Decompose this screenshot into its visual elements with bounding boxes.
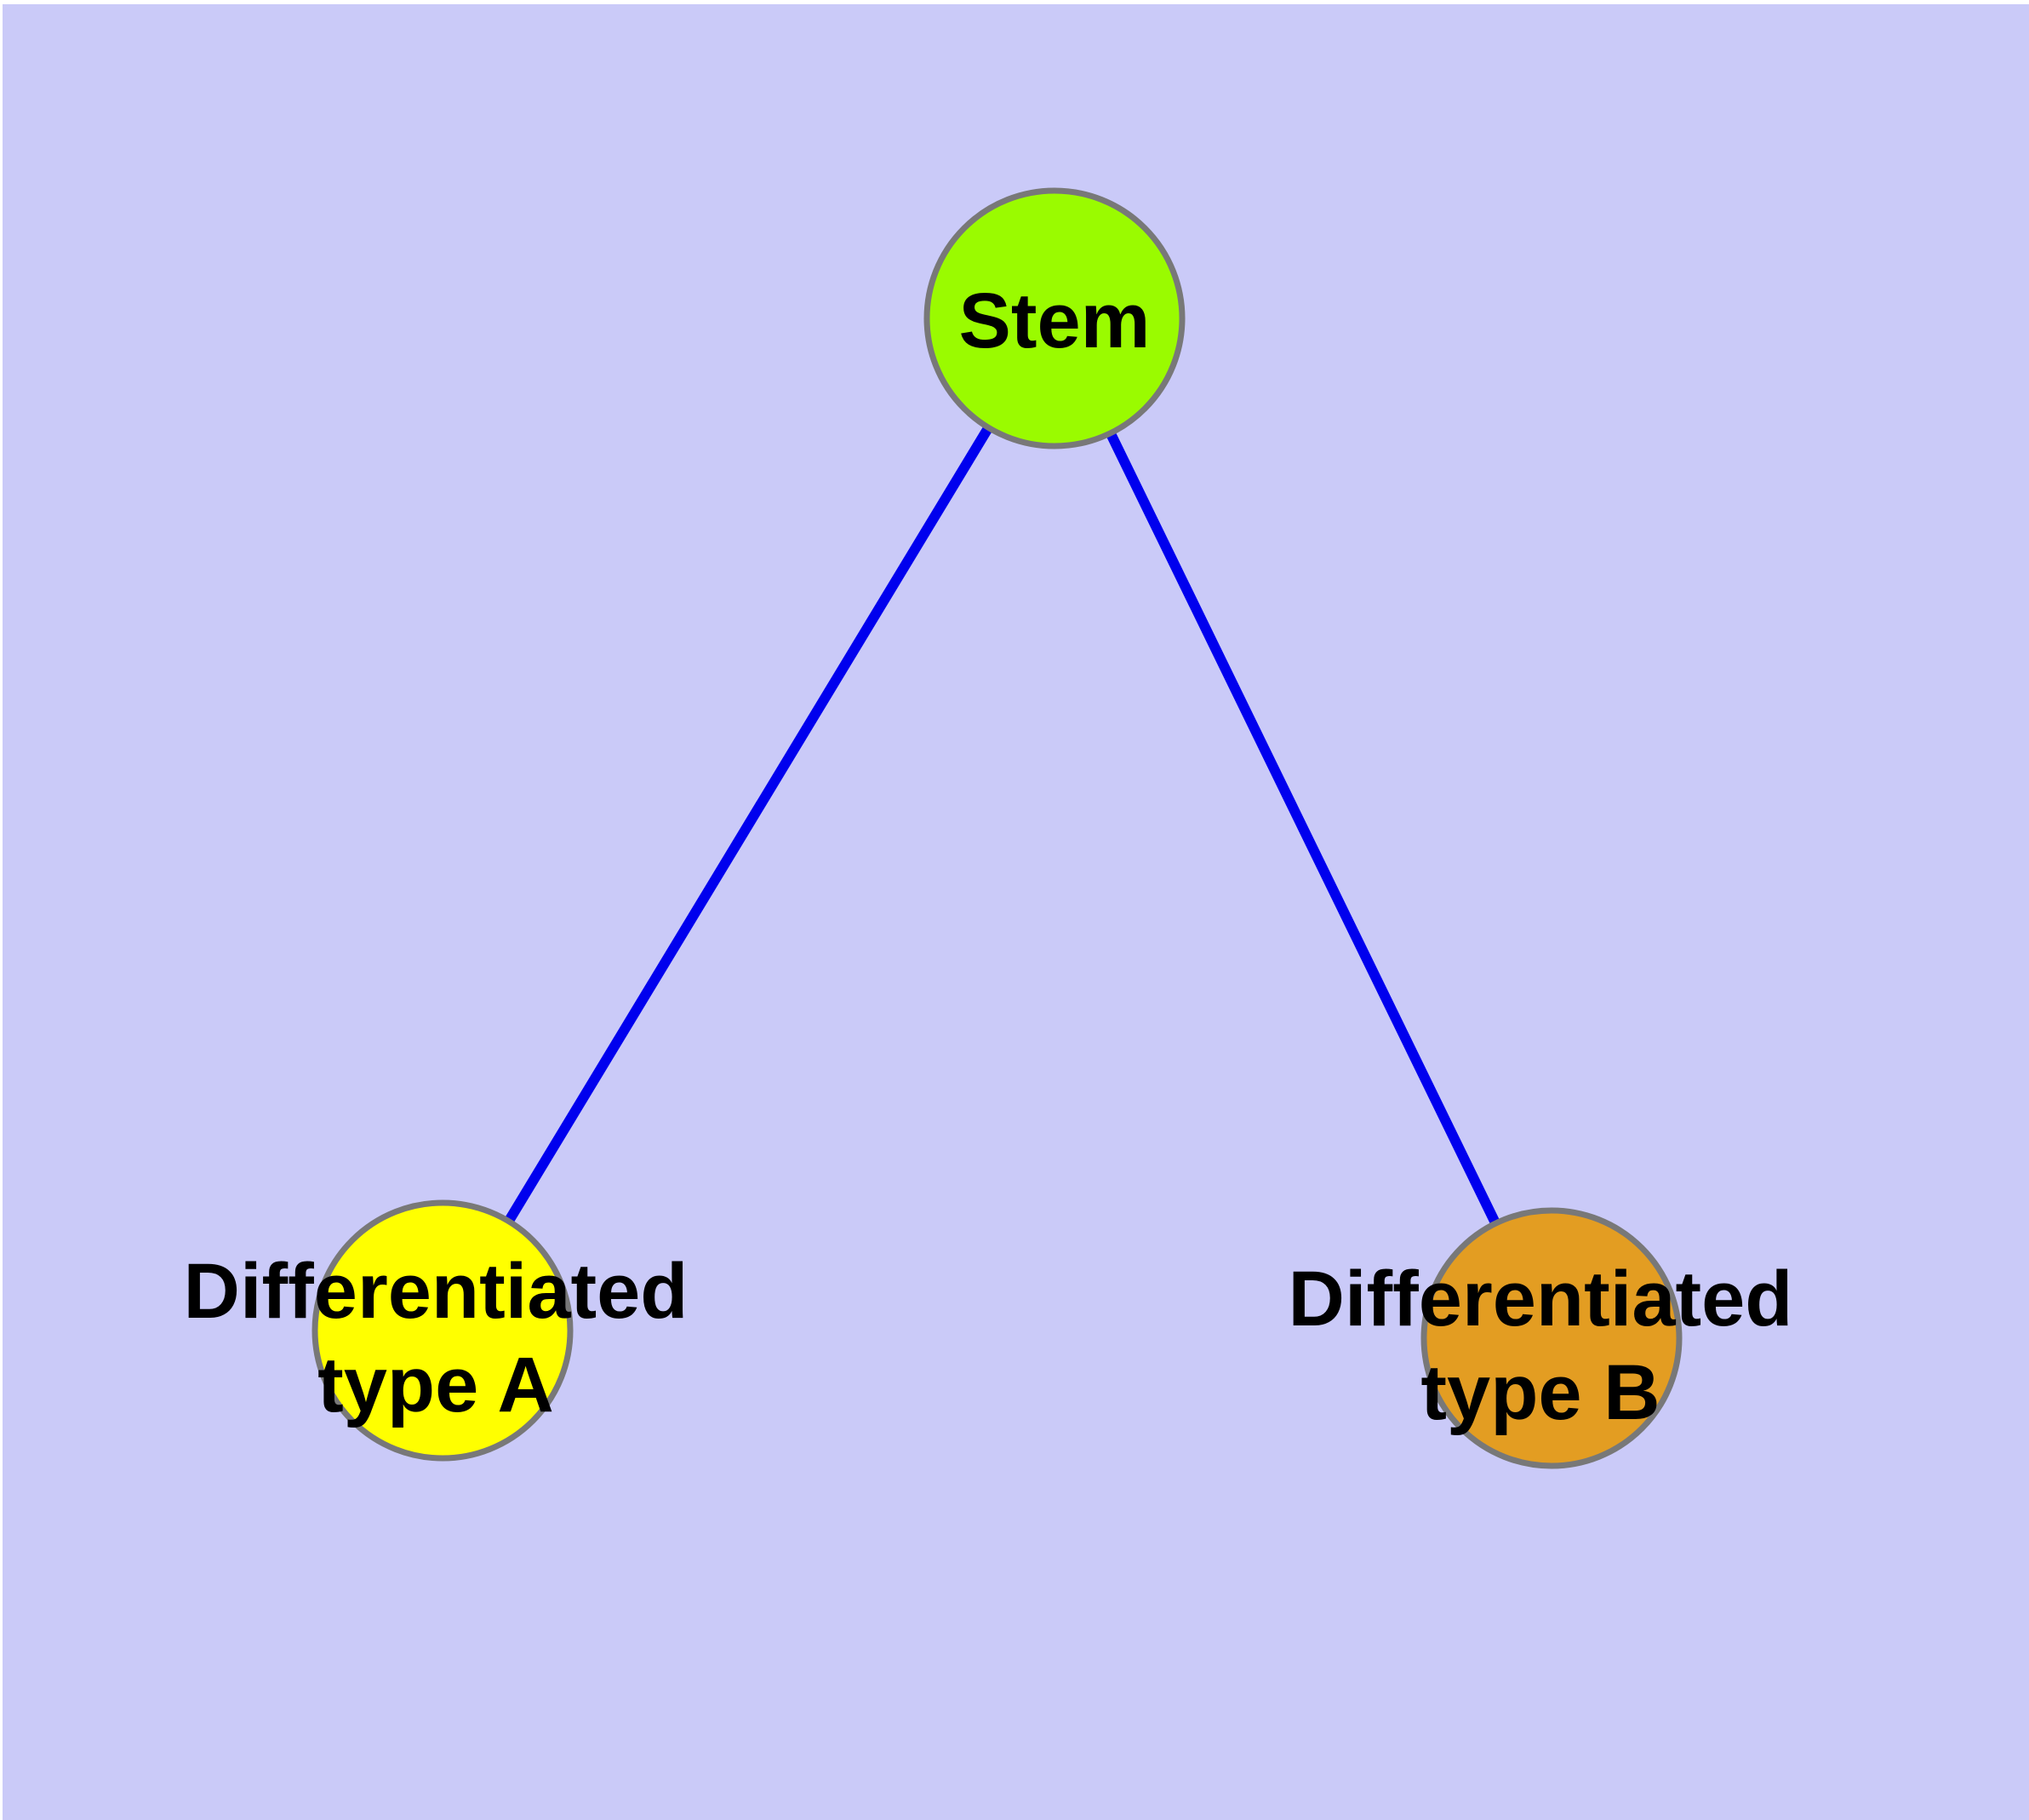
node-type-b-circle — [1424, 1210, 1679, 1466]
node-differentiated-type-a: Differentiated type A — [184, 1199, 689, 1462]
node-type-b-ring — [1420, 1207, 1683, 1469]
node-type-a-ring — [311, 1199, 574, 1462]
edge-stem-to-type-a — [437, 315, 1060, 1334]
node-stem-ring — [923, 187, 1186, 449]
node-type-b-label-line1: Differentiated — [1289, 1256, 1793, 1342]
node-stem-label: Stem — [959, 278, 1151, 364]
node-type-a-label-line2: type A — [317, 1342, 554, 1428]
node-type-a-label-line1: Differentiated — [184, 1248, 689, 1335]
node-type-a-circle — [315, 1203, 570, 1458]
node-differentiated-type-b: Differentiated type B — [1289, 1207, 1793, 1469]
node-type-b-label-line2: type B — [1420, 1349, 1660, 1436]
edge-stem-to-type-b — [1049, 316, 1557, 1341]
node-stem-circle — [927, 191, 1182, 446]
node-stem: Stem — [923, 187, 1186, 449]
